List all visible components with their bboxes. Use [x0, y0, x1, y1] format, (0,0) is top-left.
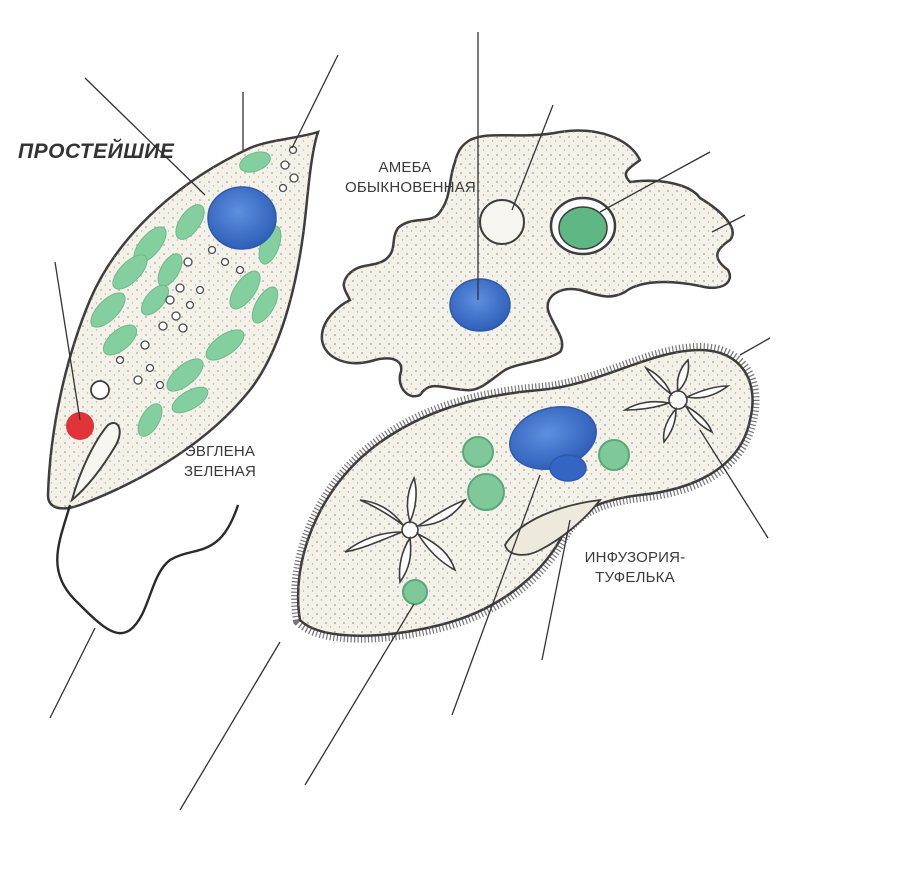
paramylon-grains [115, 145, 299, 390]
paramecium-micronucleus [549, 454, 587, 482]
amoeba-label-line1: АМЕБА [378, 159, 432, 176]
euglena-label: ЭВГЛЕНА ЗЕЛЕНАЯ [165, 442, 275, 482]
paramecium-label-line2: ТУФЕЛЬКА [595, 569, 675, 586]
euglena-label-line2: ЗЕЛЕНАЯ [184, 463, 256, 480]
paramecium-oral-groove [504, 498, 602, 556]
euglena-label-line1: ЭВГЛЕНА [184, 443, 256, 460]
amoeba-label: АМЕБА ОБЫКНОВЕННАЯ [345, 158, 476, 198]
paramecium-contractile-vacuole-right [622, 358, 731, 444]
euglena-stigma [66, 412, 94, 440]
amoeba-nucleus [449, 278, 511, 332]
amoeba-pointer-lines [477, 32, 746, 300]
amoeba [320, 32, 746, 398]
euglena-flagellum [56, 504, 240, 635]
paramecium-label: ИНФУЗОРИЯ- ТУФЕЛЬКА [575, 548, 695, 588]
amoeba-contractile-vacuole [479, 199, 525, 245]
paramecium-digestive-vacuoles [402, 436, 630, 605]
euglena-nucleus [207, 186, 277, 250]
paramecium-pointer-lines [179, 337, 771, 811]
diagram-title: ПРОСТЕЙШИЕ [18, 140, 175, 163]
euglena [46, 54, 339, 719]
euglena-pointer-lines [49, 54, 339, 719]
amoeba-label-line2: ОБЫКНОВЕННАЯ [345, 179, 476, 196]
euglena-contractile-vacuole [90, 380, 110, 400]
paramecium [179, 337, 771, 811]
paramecium-label-line1: ИНФУЗОРИЯ- [584, 549, 686, 566]
paramecium-contractile-vacuole-left [344, 475, 468, 585]
euglena-reservoir [70, 422, 121, 503]
